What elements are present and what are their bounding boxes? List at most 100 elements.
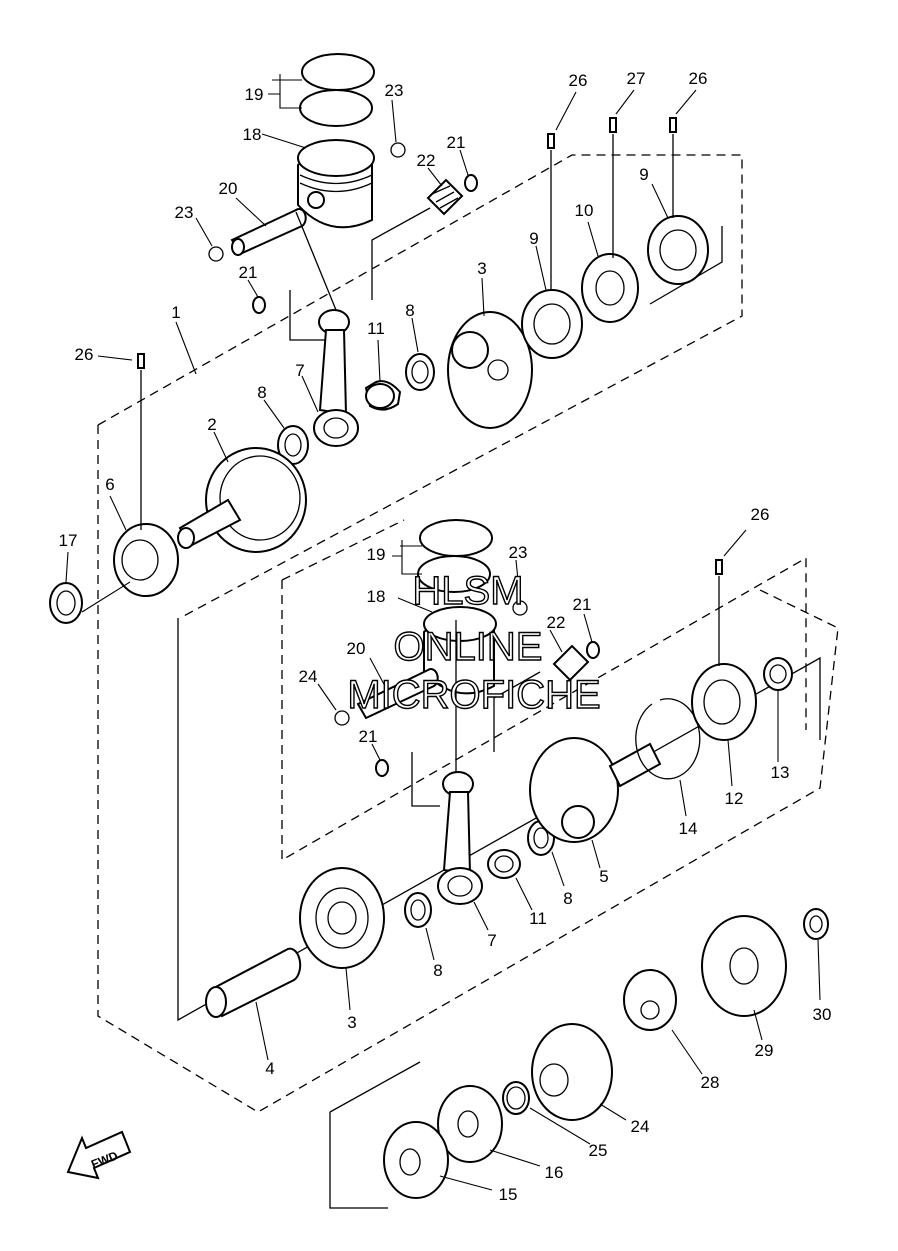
watermark: HLSM ONLINE MICROFICHE: [347, 568, 602, 717]
part-label: 28: [701, 1073, 720, 1092]
part-label: 8: [257, 383, 266, 402]
part-label: 18: [243, 125, 262, 144]
piston-rings-upper: [299, 53, 375, 127]
part-label: 23: [175, 203, 194, 222]
part-label: 20: [347, 639, 366, 658]
part-label: 22: [547, 613, 566, 632]
labyrinth-seal-10: [581, 253, 639, 323]
washers-21-lower: [375, 641, 600, 777]
part-label: 7: [295, 361, 304, 380]
part-label: 16: [545, 1163, 564, 1182]
part-label: 14: [679, 819, 698, 838]
part-label: 21: [359, 727, 378, 746]
part-label: 12: [725, 789, 744, 808]
part-label: 13: [771, 763, 790, 782]
damper-28: [623, 969, 678, 1031]
needle-bearing-upper: [426, 178, 464, 216]
part-label: 5: [599, 867, 608, 886]
bearing-6: [113, 523, 179, 597]
needle-bearing-lower: [552, 644, 590, 682]
part-label: 19: [245, 85, 264, 104]
part-label: 30: [813, 1005, 832, 1024]
assembly-boxes: [177, 207, 821, 1209]
part-label: 3: [347, 1013, 356, 1032]
watermark-line-1: HLSM: [412, 569, 523, 613]
washer-15: [383, 1121, 449, 1199]
washers-8-lower: [404, 820, 555, 928]
part-labels: 19 23 18 21 22 20 23 21 1 26 7 11 8 8 2 …: [59, 69, 832, 1204]
part-label: 1: [171, 303, 180, 322]
part-label: 21: [239, 263, 258, 282]
part-label: 18: [367, 587, 386, 606]
crankpin-4: [205, 947, 302, 1018]
part-label: 20: [219, 179, 238, 198]
part-label: 23: [385, 81, 404, 100]
bushing-11-lower: [487, 849, 521, 879]
part-label: 11: [367, 319, 385, 338]
part-label: 29: [755, 1041, 774, 1060]
circlips-lower: [334, 600, 528, 726]
bearings-9: [521, 215, 709, 359]
coupler-24: [531, 1023, 613, 1121]
part-label: 9: [529, 229, 538, 248]
circlip-14: [635, 698, 701, 780]
washers-21-upper: [252, 174, 478, 314]
connecting-rod-upper: [313, 309, 359, 447]
piston-pin-lower: [356, 668, 439, 720]
part-label: 17: [59, 531, 78, 550]
piston-pin-upper: [230, 208, 307, 256]
circlips-upper: [208, 142, 406, 262]
bearing-12: [691, 663, 757, 741]
part-label: 6: [105, 475, 114, 494]
washer-16: [437, 1085, 503, 1163]
part-label: 7: [487, 931, 496, 950]
part-label: 21: [447, 133, 466, 152]
o-ring-25: [502, 1081, 530, 1115]
part-label: 26: [569, 71, 588, 90]
part-label: 24: [299, 667, 318, 686]
piston-upper: [297, 139, 375, 229]
part-label: 26: [75, 345, 94, 364]
part-label: 25: [589, 1141, 608, 1160]
bushing-11-upper: [364, 380, 402, 411]
part-label: 4: [265, 1059, 274, 1078]
part-label: 19: [367, 545, 386, 564]
part-label: 2: [207, 415, 216, 434]
part-label: 26: [751, 505, 770, 524]
crank-web-3-upper: [447, 311, 533, 429]
part-label: 10: [575, 201, 594, 220]
part-label: 22: [417, 151, 436, 170]
part-label: 8: [405, 301, 414, 320]
washers-8-upper: [277, 353, 435, 465]
part-label: 23: [509, 543, 528, 562]
washer-30: [803, 908, 829, 940]
part-label: 9: [639, 165, 648, 184]
upper-crank-outline: [97, 154, 839, 1113]
part-label: 26: [689, 69, 708, 88]
piston-lower: [423, 606, 497, 695]
coupler-29: [701, 915, 787, 1017]
bushing-13: [763, 657, 793, 691]
part-label: 27: [627, 69, 646, 88]
watermark-line-2: ONLINE: [394, 625, 543, 669]
oil-seal-17: [49, 582, 83, 624]
part-label: 8: [433, 961, 442, 980]
crank-web-5: [529, 737, 662, 843]
watermark-line-3: MICROFICHE: [347, 673, 600, 717]
dowel-pin-26-lower: [455, 559, 723, 772]
part-label: 21: [573, 595, 592, 614]
crank-web-3-lower: [299, 867, 385, 969]
connecting-rod-lower: [437, 771, 483, 905]
part-label: 3: [477, 259, 486, 278]
part-label: 15: [499, 1185, 518, 1204]
fwd-arrow-icon: FWD: [66, 1130, 132, 1180]
piston-rings-lower: [417, 519, 493, 593]
crank-web-2: [177, 447, 307, 553]
dowel-pins-26-upper: [137, 117, 677, 530]
part-label: 11: [529, 909, 547, 928]
part-label: 24: [631, 1117, 650, 1136]
leader-lines: [65, 74, 821, 1191]
part-label: 8: [563, 889, 572, 908]
